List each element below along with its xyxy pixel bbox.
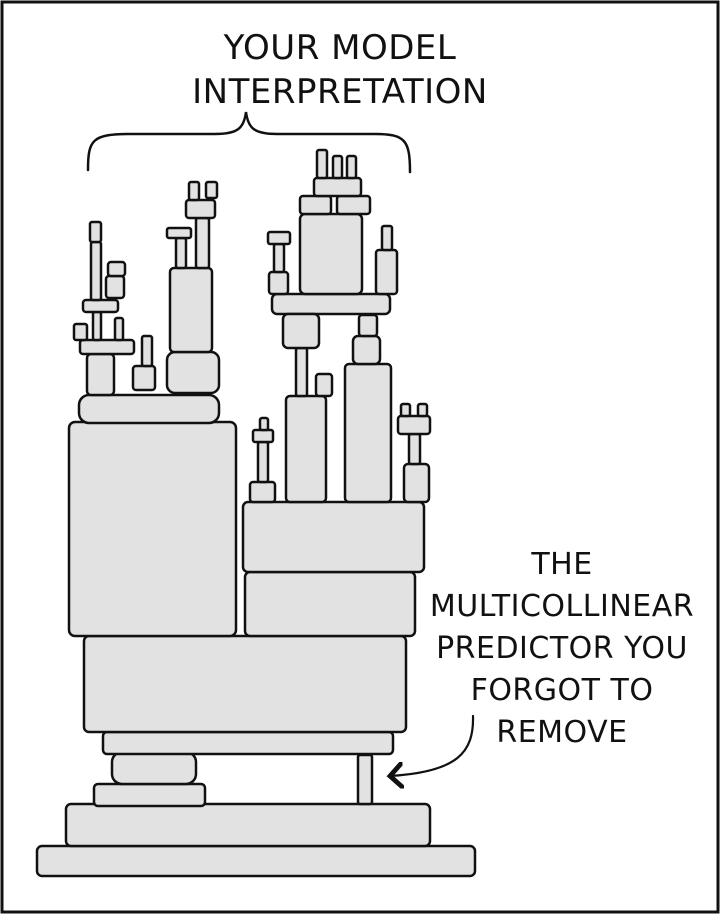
caption-line: PREDICTOR YOU xyxy=(436,631,688,666)
left-foot-block xyxy=(92,782,207,808)
plate-h-right xyxy=(335,194,372,216)
caption-line: YOUR MODEL xyxy=(223,28,457,68)
plate-g xyxy=(396,414,432,436)
pointer-arrow xyxy=(390,714,475,776)
right-upper-block xyxy=(241,500,426,574)
big-block-h xyxy=(298,212,364,296)
tall-block-e xyxy=(284,394,328,504)
plate-h-left xyxy=(298,194,333,216)
crown-h1 xyxy=(315,148,329,180)
small-plate-a2 xyxy=(81,298,120,314)
short-block-b xyxy=(131,364,157,392)
post-d xyxy=(256,440,270,484)
left-post-h xyxy=(267,270,290,296)
crown-h3 xyxy=(345,154,358,180)
main-body-block xyxy=(82,634,408,734)
post-g xyxy=(407,432,422,466)
left-stick-h xyxy=(272,242,286,274)
base-cube-d xyxy=(248,480,277,504)
short-post-b xyxy=(140,334,154,368)
small-block-a xyxy=(85,352,116,397)
cube-a-upper xyxy=(104,274,126,300)
round-block-c xyxy=(165,350,221,395)
right-lower-block xyxy=(243,570,417,638)
underhang-h xyxy=(281,312,321,350)
round-foot xyxy=(110,750,198,786)
plate-c xyxy=(184,198,217,220)
neck-f-top xyxy=(357,313,379,338)
model-interpretation-caption: YOUR MODEL INTERPRETATION xyxy=(150,26,530,114)
curly-brace xyxy=(86,111,412,174)
tiny-post-a2 xyxy=(113,316,125,342)
thin-support-pillar xyxy=(356,753,374,806)
right-block-h xyxy=(374,248,399,296)
left-cap-slab xyxy=(77,393,221,425)
t-cap-d xyxy=(251,428,275,444)
caption-line: REMOVE xyxy=(496,715,628,750)
caption-line: THE xyxy=(531,547,593,582)
tiny-cube-a xyxy=(72,322,89,342)
caption-line: INTERPRETATION xyxy=(192,72,488,112)
base-slab-bottom xyxy=(35,844,477,878)
post-c1 xyxy=(174,236,188,270)
post-c2 xyxy=(194,216,211,270)
knob-e xyxy=(314,372,334,398)
right-knob-h xyxy=(380,224,394,252)
knob-c1 xyxy=(187,180,201,202)
caption-line: FORGOT TO xyxy=(470,673,654,708)
base-slab-second xyxy=(64,802,432,848)
knob-g1 xyxy=(399,402,412,418)
lower-beam xyxy=(101,730,395,756)
t-cap-c xyxy=(165,226,193,240)
tall-block-c xyxy=(168,266,214,354)
left-cap-h xyxy=(266,230,292,246)
platform-h xyxy=(270,292,392,316)
cap-block-h xyxy=(312,176,363,198)
base-cube-g xyxy=(402,462,431,504)
small-plate-a xyxy=(78,338,136,356)
crown-h2 xyxy=(331,154,344,180)
caption-line: MULTICOLLINEAR xyxy=(429,589,695,624)
knob-g2 xyxy=(416,402,429,418)
knob-d xyxy=(258,416,270,432)
left-large-block xyxy=(67,420,238,638)
knob-c2 xyxy=(204,180,219,200)
tiny-post-a1 xyxy=(91,310,103,342)
tall-block-f xyxy=(343,362,393,504)
multicollinear-predictor-caption: THE MULTICOLLINEAR PREDICTOR YOU FORGOT … xyxy=(412,544,712,754)
tall-stick-a xyxy=(89,240,103,302)
stick-cap-a xyxy=(88,220,103,244)
cube-a-top xyxy=(106,260,127,278)
post-e xyxy=(294,346,309,398)
neck-f xyxy=(351,334,382,366)
